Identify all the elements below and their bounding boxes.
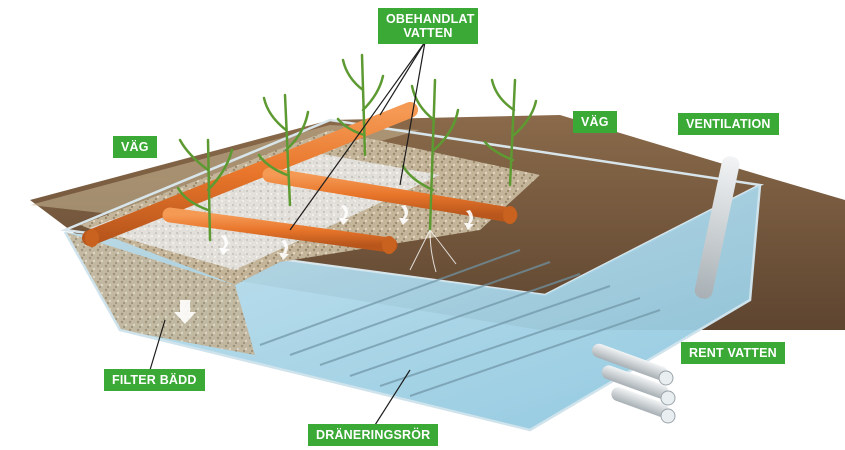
filter-bed-section [65, 232, 255, 355]
white-gravel-top [90, 150, 440, 270]
basin-front-edge [63, 184, 762, 432]
ventilation-label: VENTILATION [678, 113, 779, 135]
road-right-label: VÄG [573, 111, 617, 133]
flow-arrow-icon [174, 205, 474, 324]
callout-lines [149, 41, 426, 426]
plant-roots [409, 229, 457, 273]
drainage-grid [259, 249, 661, 397]
untreated-water-label: OBEHANDLAT VATTEN [378, 8, 478, 44]
water-body [65, 185, 760, 430]
outflow-pipes [591, 343, 676, 424]
road-left-label: VÄG [113, 136, 157, 158]
plant-icon [176, 53, 538, 242]
ventilation-pipe [694, 156, 740, 299]
clean-water-label: RENT VATTEN [681, 342, 785, 364]
drainage-pipes-label: DRÄNERINGSRÖR [308, 424, 439, 446]
filter-bed-label: FILTER BÄDD [104, 369, 205, 391]
